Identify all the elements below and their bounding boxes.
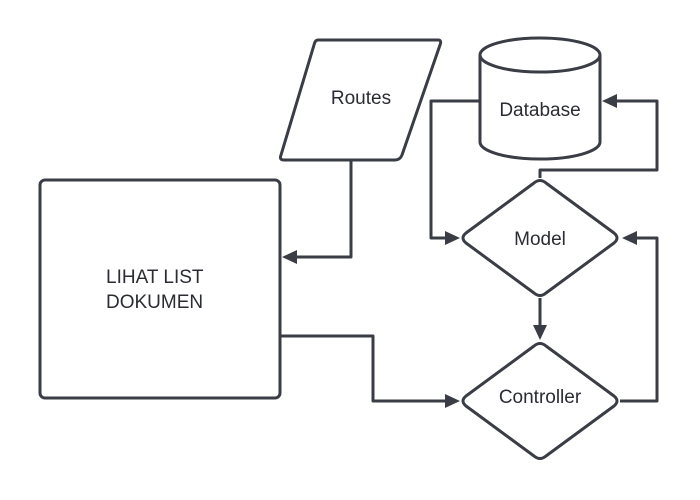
connector-main-to-controller-line <box>280 334 448 403</box>
connector-main-to-controller <box>280 334 460 408</box>
connector-routes-to-main-line <box>294 160 353 259</box>
node-lihat-list-dokumen-label-line1: LIHAT LIST <box>106 267 204 288</box>
connector-routes-to-main-arrowhead <box>282 250 297 264</box>
node-database[interactable]: Database <box>478 36 602 161</box>
connector-model-to-database-line <box>538 99 659 178</box>
node-model[interactable]: Model <box>461 179 619 297</box>
connector-model-to-controller-arrowhead <box>533 325 547 340</box>
node-lihat-list-dokumen[interactable]: LIHAT LIST DOKUMEN <box>38 178 282 400</box>
node-lihat-list-dokumen-label-line2: DOKUMEN <box>106 292 203 313</box>
node-routes[interactable]: Routes <box>278 38 443 162</box>
node-database-top <box>478 36 602 74</box>
node-lihat-list-dokumen-box <box>38 178 282 400</box>
node-database-body <box>478 55 602 161</box>
node-controller-diamond <box>461 342 619 460</box>
connector-database-to-model <box>429 99 480 245</box>
connector-model-to-database-arrowhead <box>602 94 617 108</box>
node-controller-label: Controller <box>499 387 582 408</box>
connector-model-to-controller <box>533 298 547 340</box>
connector-main-to-controller-arrowhead <box>445 394 460 408</box>
node-database-label: Database <box>499 100 580 121</box>
node-model-label: Model <box>514 229 566 250</box>
node-model-diamond <box>461 179 619 297</box>
connector-controller-to-model <box>620 231 659 403</box>
connector-routes-to-main <box>282 160 353 264</box>
connector-model-to-database <box>538 94 659 178</box>
connector-database-to-model-line <box>429 99 480 240</box>
connector-database-to-model-arrowhead <box>445 231 460 245</box>
connector-controller-to-model-line <box>620 236 659 403</box>
node-routes-shape <box>278 38 443 162</box>
connector-controller-to-model-arrowhead <box>622 231 637 245</box>
node-routes-label: Routes <box>331 88 391 109</box>
node-controller[interactable]: Controller <box>461 342 619 460</box>
